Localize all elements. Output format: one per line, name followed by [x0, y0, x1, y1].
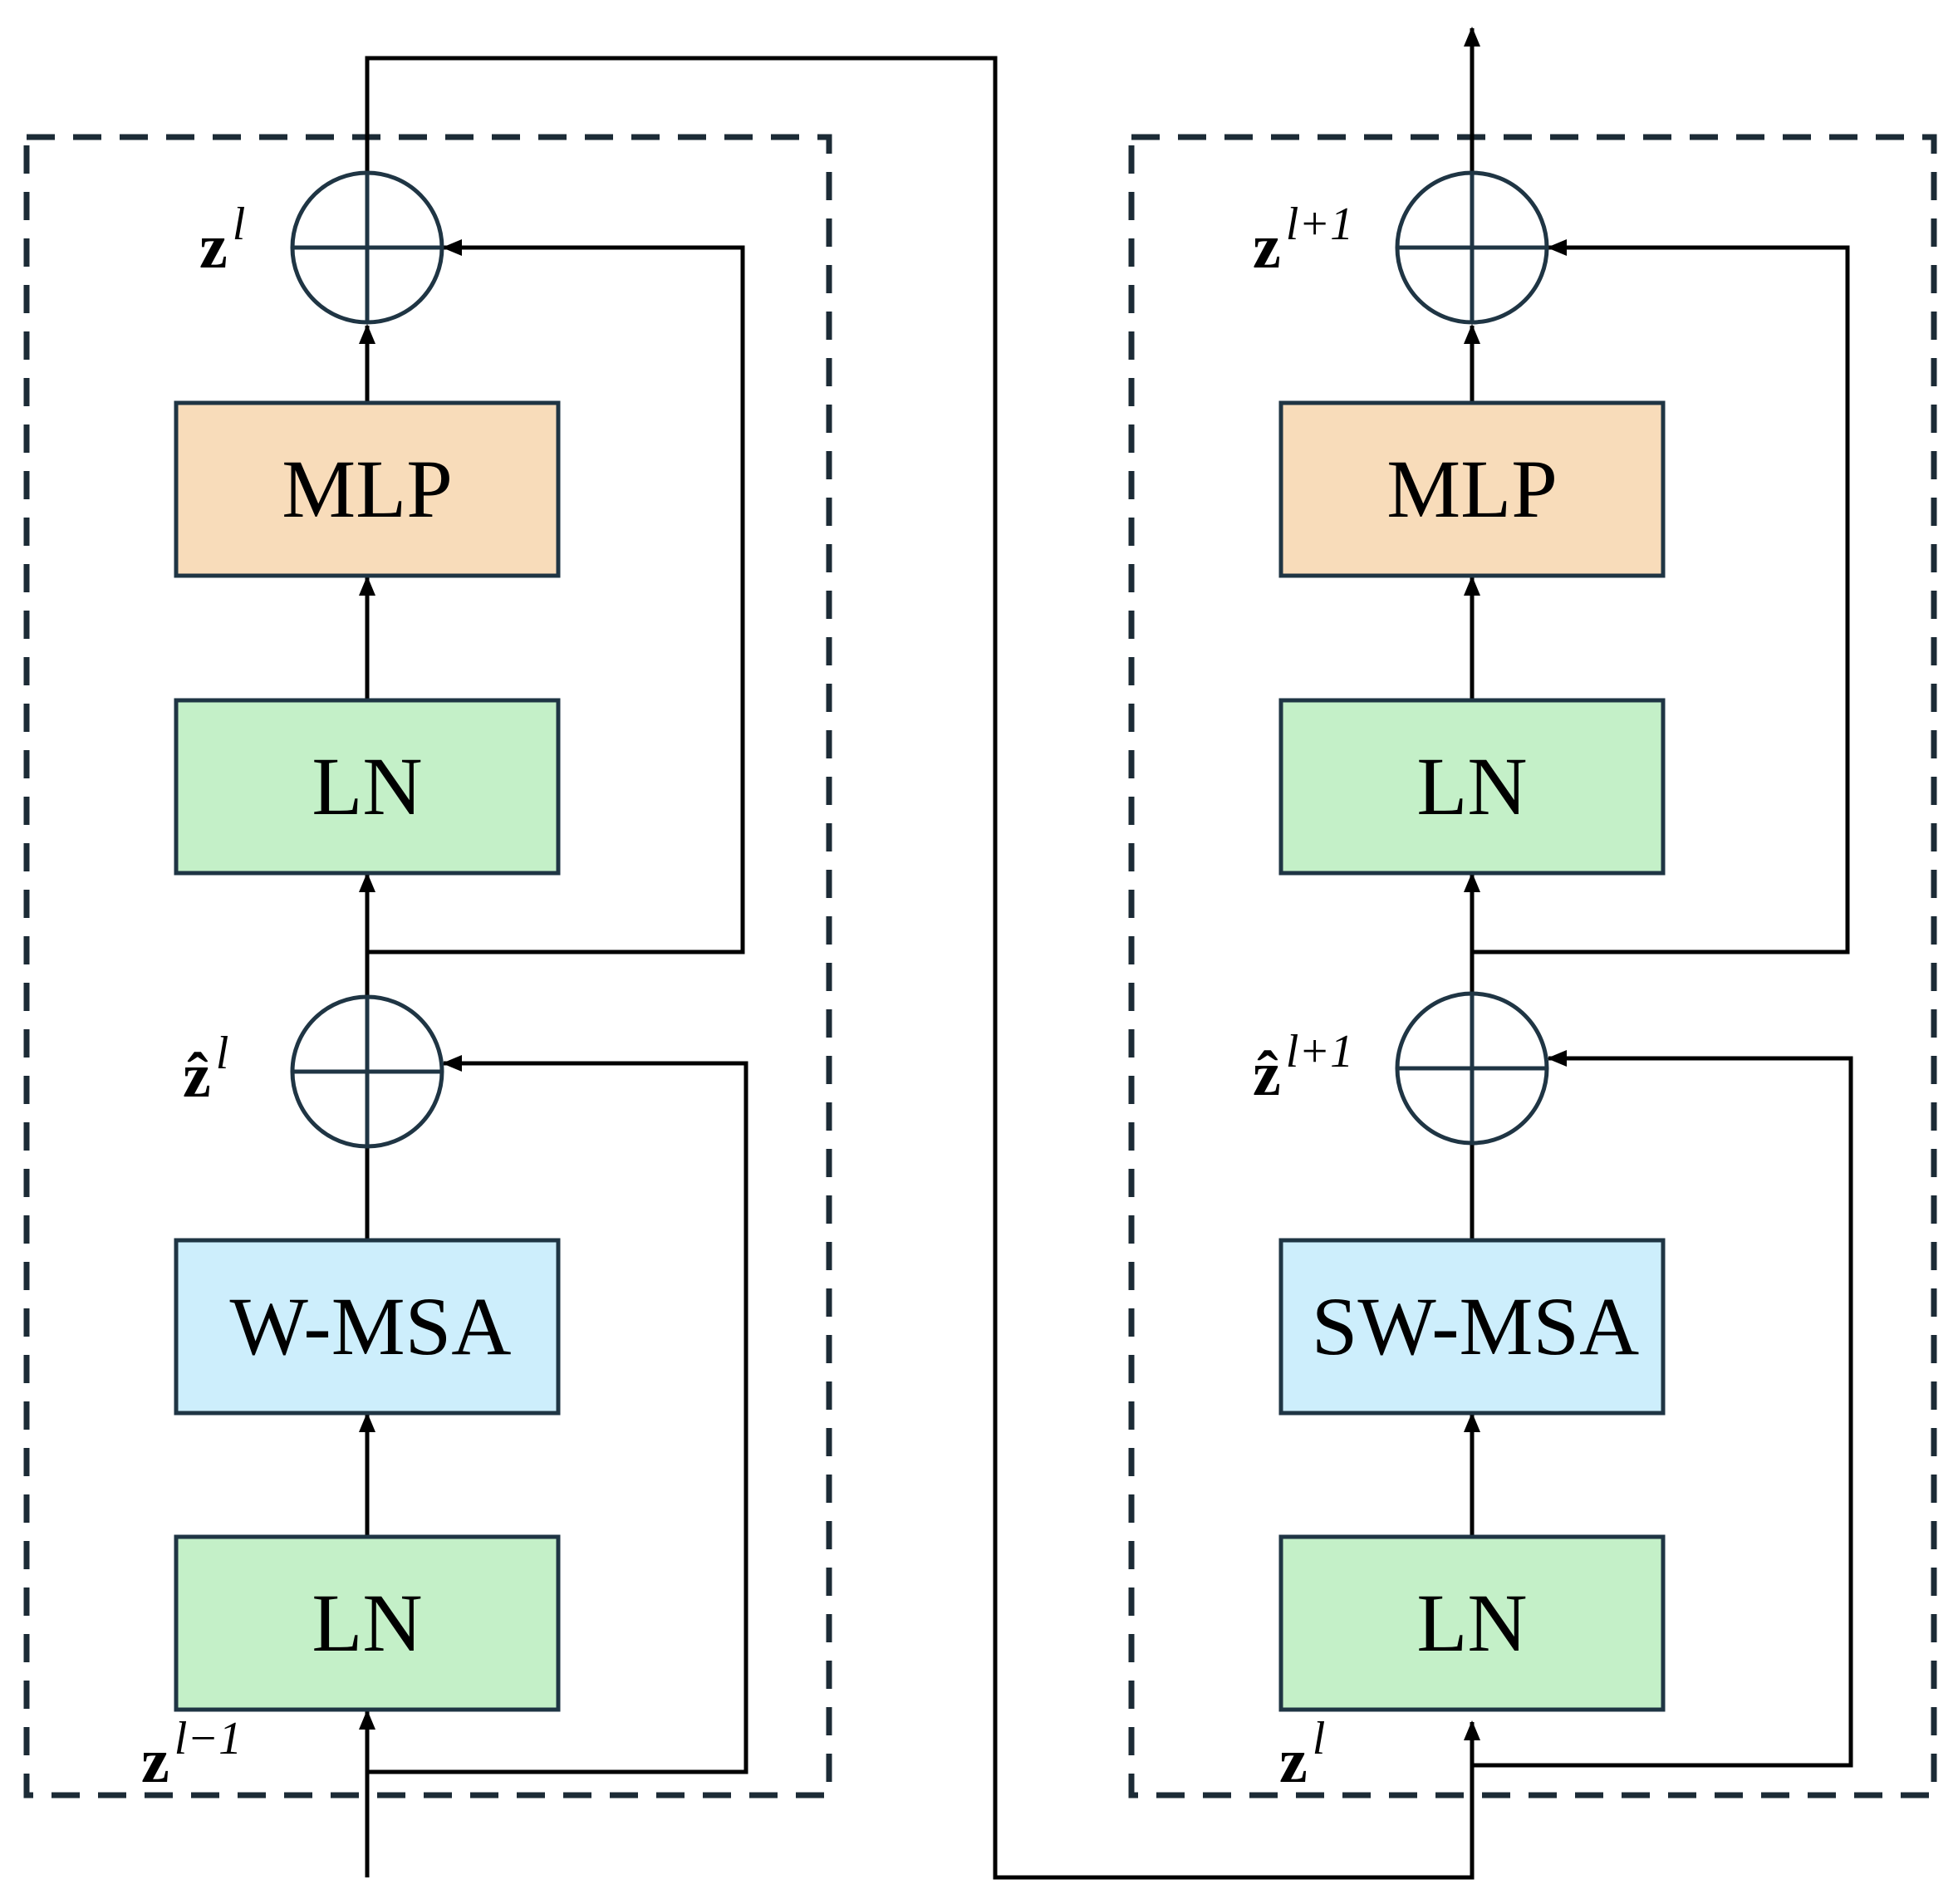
- left-ln-top-label: LN: [312, 740, 422, 832]
- right-mlp-box: [1278, 400, 1666, 578]
- right-add-bottom-icon: [1395, 991, 1549, 1146]
- inter-block-connector: [365, 56, 1480, 1880]
- right-ln-top-box: [1278, 698, 1666, 876]
- left-add-bottom-icon: [290, 994, 444, 1149]
- left-block-frame: [23, 134, 832, 1798]
- left-msa-label: W-MSA: [230, 1280, 512, 1372]
- right-ln-bottom-label: LN: [1416, 1577, 1527, 1669]
- right-ln-bottom-box: [1278, 1534, 1666, 1712]
- left-ln-top-box: [174, 698, 561, 876]
- right-msa-box: [1278, 1238, 1666, 1416]
- left-add-top-icon: [290, 170, 444, 325]
- left-residual-skip-bottom: [367, 1055, 748, 1774]
- right-residual-skip-bottom: [1472, 1050, 1853, 1768]
- left-mlp-label: MLP: [282, 443, 453, 535]
- right-mlp-label: MLP: [1386, 443, 1558, 535]
- right-residual-skip-top: [1472, 239, 1850, 954]
- left-ln-bottom-label: LN: [312, 1577, 422, 1669]
- right-msa-label: SW-MSA: [1312, 1280, 1640, 1372]
- left-msa-box: [174, 1238, 561, 1416]
- left-residual-skip-top: [367, 239, 745, 954]
- left-ln-bottom-box: [174, 1534, 561, 1712]
- right-block-frame: [1128, 134, 1937, 1798]
- left-mlp-box: [174, 400, 561, 578]
- right-add-top-icon: [1395, 170, 1549, 325]
- right-ln-top-label: LN: [1416, 740, 1527, 832]
